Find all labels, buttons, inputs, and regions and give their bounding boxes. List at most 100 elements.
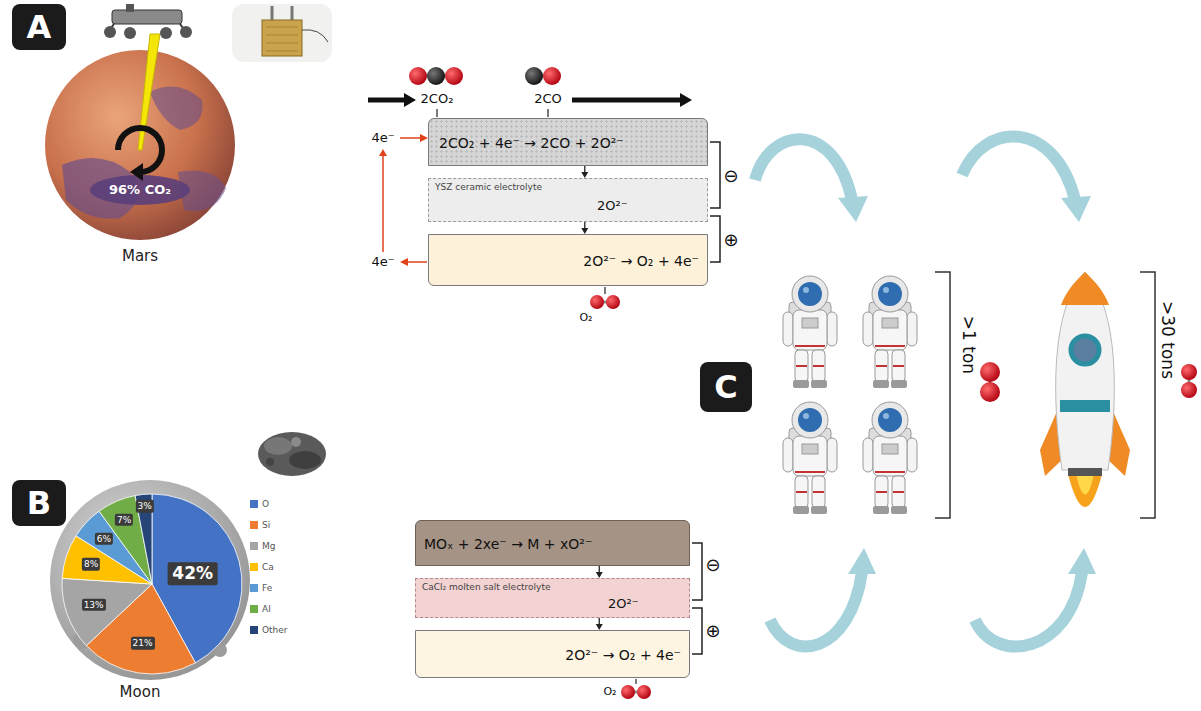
oxygen-atom <box>621 685 635 699</box>
device-foil <box>266 27 298 51</box>
electrode-bracket <box>692 543 702 600</box>
rover-wheel <box>160 27 172 39</box>
rocket-band <box>1060 400 1110 412</box>
rocket-flame <box>1076 474 1094 495</box>
electrode-bracket <box>710 216 720 262</box>
species-label: 2CO₂ <box>421 92 454 107</box>
rocket-body <box>1056 272 1115 470</box>
connector-line <box>599 618 600 625</box>
product-label: O₂ <box>603 686 616 699</box>
legend-swatch <box>250 605 258 613</box>
supply-arrow <box>962 136 1075 200</box>
anode-layer: 2O²⁻ → O₂ + 4e⁻ <box>428 234 708 286</box>
oxygen-atom <box>980 382 1000 402</box>
polarity-sign: ⊕ <box>705 621 720 642</box>
polarity-sign: ⊖ <box>705 555 720 576</box>
panel-label: C <box>700 362 752 412</box>
quantity-label: >30 tons <box>1157 301 1177 379</box>
flow-connector <box>581 166 588 178</box>
percent-label: 7% <box>115 514 133 526</box>
quantity-label: >1 ton <box>958 316 978 374</box>
outlet-line <box>604 287 605 294</box>
anode-layer: 2O²⁻ → O₂ + 4e⁻ <box>415 630 690 678</box>
supply-arrow-head <box>1068 548 1096 574</box>
regolith <box>264 437 292 455</box>
oxygen-atom <box>1181 364 1197 380</box>
product-label: O₂ <box>579 312 592 325</box>
ion-text: 2O²⁻ <box>597 199 628 214</box>
rocket <box>1040 272 1130 507</box>
electron-arrow-head <box>420 134 428 142</box>
legend-swatch <box>250 626 258 634</box>
device-wire <box>302 30 328 42</box>
percent-label: 8% <box>82 558 100 570</box>
moon-body <box>50 480 250 680</box>
astronaut <box>863 402 917 514</box>
feed-line <box>437 109 548 117</box>
oxygen-atom <box>1181 382 1197 398</box>
regolith <box>258 432 326 476</box>
electron-arrow-head <box>400 258 408 266</box>
cathode-layer: 2CO₂ + 4e⁻ → 2CO + 2O²⁻ <box>428 118 708 166</box>
electron-label: 4e⁻ <box>371 255 394 270</box>
rocket-nose <box>1061 272 1109 305</box>
oxygen-atom <box>590 295 604 309</box>
legend-text: Ca <box>262 560 274 574</box>
mars-terrain <box>150 87 203 130</box>
reaction-text: 2O²⁻ → O₂ + 4e⁻ <box>565 647 681 663</box>
astronaut <box>863 276 917 388</box>
astronaut <box>783 402 837 514</box>
planet-name: Mars <box>122 248 158 265</box>
layer-name: YSZ ceramic electrolyte <box>435 182 542 192</box>
electrolyte-layer: CaCl₂ molten salt electrolyte2O²⁻ <box>415 578 690 618</box>
electron-label: 4e⁻ <box>371 131 394 146</box>
connector-line <box>584 222 585 229</box>
polarity-sign: ⊖ <box>723 166 738 187</box>
flow-connector <box>596 618 603 630</box>
supply-arrow <box>755 139 852 200</box>
legend-text: Fe <box>262 581 272 595</box>
legend-text: Mg <box>262 539 275 553</box>
percent-label: 3% <box>136 500 154 512</box>
planet-name: Moon <box>120 684 161 701</box>
supply-arrow <box>770 572 862 646</box>
electron-arrow <box>382 156 384 252</box>
quantity-bracket <box>935 272 950 518</box>
legend-swatch <box>250 521 258 529</box>
pie-chart <box>62 494 242 674</box>
oxygen-atom <box>445 67 463 85</box>
rover-leg <box>108 24 186 32</box>
oxygen-atom <box>606 295 620 309</box>
panel-label: A <box>12 4 66 50</box>
regolith-sample <box>258 432 326 476</box>
flow-arrow <box>572 98 680 103</box>
ion-text: 2O²⁻ <box>608 597 639 612</box>
oxygen-atom <box>409 67 427 85</box>
panel-letter: B <box>27 485 51 522</box>
supply-arrow <box>975 572 1082 646</box>
connector-line <box>599 566 600 573</box>
oxygen-atom <box>543 67 561 85</box>
outlet-line <box>635 679 636 684</box>
legend-text: O <box>262 497 269 511</box>
legend-swatch <box>250 584 258 592</box>
regolith <box>266 458 274 466</box>
electrolyte-layer: YSZ ceramic electrolyte 2O²⁻ <box>428 178 708 222</box>
legend-swatch <box>250 542 258 550</box>
legend-swatch <box>250 563 258 571</box>
supply-arrow-head <box>838 196 868 222</box>
device-foil <box>262 20 302 56</box>
pie-legend: OSiMgCaFeAlOther <box>250 497 310 644</box>
rocket-window <box>1071 336 1099 364</box>
percent-label: 13% <box>82 599 106 611</box>
legend-swatch <box>250 500 258 508</box>
flow-connector <box>581 222 588 234</box>
astronaut <box>783 276 837 388</box>
regolith <box>289 451 321 469</box>
oxygen-atom <box>980 362 1000 382</box>
cycle-arrow-head <box>130 163 143 181</box>
rover-wheel <box>104 26 116 38</box>
device-photo <box>232 4 332 62</box>
composition-text: 96% CO₂ <box>109 183 171 198</box>
